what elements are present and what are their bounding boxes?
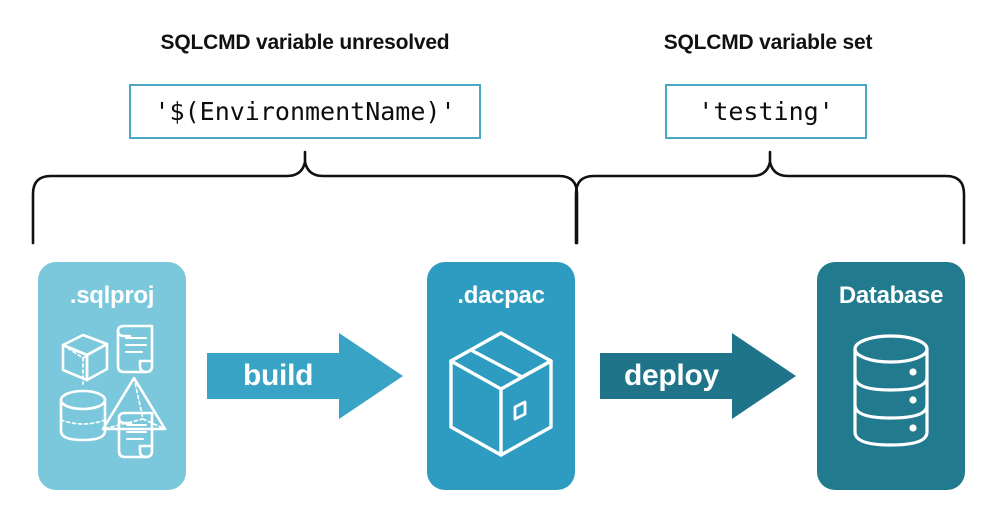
arrow-deploy: deploy: [600, 333, 796, 419]
section-heading-unresolved: SQLCMD variable unresolved: [160, 31, 450, 54]
pyramid-icon: [101, 376, 167, 431]
cube-icon: [61, 333, 109, 385]
node-label-dacpac: .dacpac: [457, 282, 545, 309]
node-card-dacpac: .dacpac: [427, 262, 575, 490]
code-box-set-value: 'testing': [665, 84, 867, 139]
database-cylinder-icon: [817, 314, 965, 472]
curly-brace-down-icon-left: [25, 150, 585, 245]
curly-brace-down-icon: [574, 150, 966, 245]
arrow-label-build: build: [243, 359, 314, 392]
project-shapes-icon: [38, 314, 186, 472]
section-heading-set: SQLCMD variable set: [663, 31, 873, 54]
package-box-icon: [427, 314, 575, 472]
node-label-database: Database: [838, 282, 944, 309]
node-card-sqlproj: .sqlproj: [38, 262, 186, 490]
right-arrow-icon: [207, 333, 403, 419]
cylinder-icon: [59, 389, 107, 442]
arrow-build: build: [207, 333, 403, 419]
node-card-database: Database: [817, 262, 965, 490]
scroll-icon-top: [116, 324, 154, 374]
curly-brace-down-icon-right: [568, 150, 972, 245]
scroll-icon-bottom: [117, 411, 154, 459]
curly-brace-down-icon: [31, 150, 579, 245]
code-box-unresolved-value: '$(EnvironmentName)': [129, 84, 481, 139]
arrow-label-deploy: deploy: [624, 359, 719, 392]
right-arrow-icon: [600, 333, 796, 419]
node-label-sqlproj: .sqlproj: [69, 282, 155, 309]
